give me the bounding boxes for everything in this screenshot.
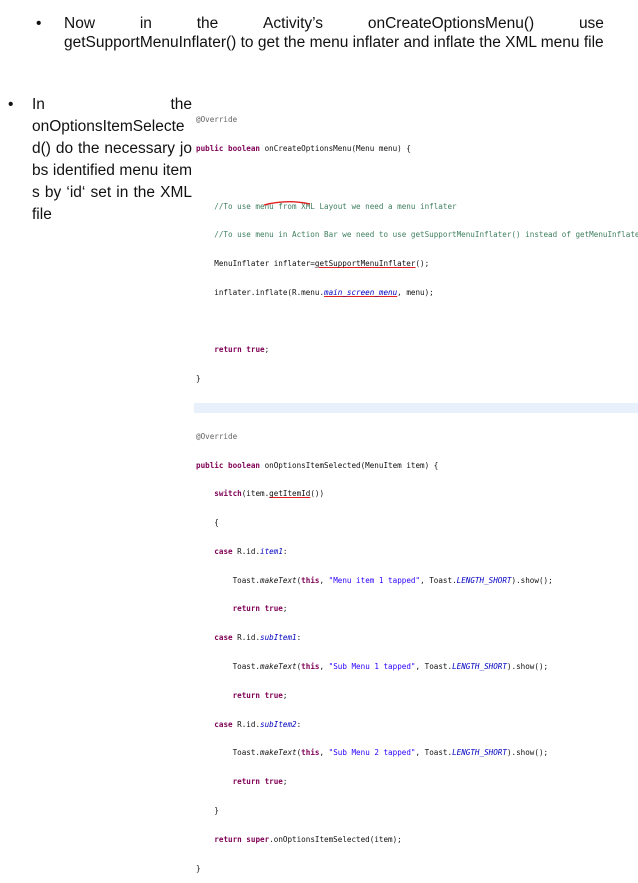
indent — [196, 691, 233, 700]
annotation: @Override — [196, 431, 238, 441]
keyword: this — [301, 575, 320, 585]
word: Now — [64, 15, 96, 32]
field-ref: LENGTH_SHORT — [456, 575, 512, 585]
word: use — [578, 15, 604, 32]
keyword: return true — [232, 604, 283, 614]
code-text: ; — [282, 777, 288, 787]
string-literal: "Sub Menu 2 tapped" — [328, 748, 416, 758]
keyword: this — [301, 748, 320, 758]
indent — [196, 547, 214, 556]
code-text: : — [296, 719, 302, 729]
bullet-dot: • — [8, 96, 14, 113]
keyword: this — [301, 662, 320, 672]
keyword: public boolean — [196, 143, 261, 153]
keyword: case — [214, 719, 233, 729]
code-text: (item. — [241, 489, 270, 499]
code-text: inflater.inflate(R.menu. — [196, 287, 325, 297]
code-text: ; — [282, 690, 288, 700]
annotation: @Override — [196, 115, 238, 125]
highlighted-line — [194, 403, 638, 413]
code-text: } — [196, 374, 201, 384]
code-text: } — [196, 863, 201, 873]
code-text: R.id. — [232, 719, 261, 729]
left-bullet-body: onOptionsItemSelected() do the necessary… — [32, 118, 192, 223]
code-text: (); — [415, 259, 430, 269]
code-text: Toast. — [196, 575, 261, 585]
indent — [196, 604, 233, 613]
keyword: case — [214, 546, 233, 556]
comment: //To use menu from XML Layout we need a … — [196, 201, 457, 211]
keyword: return true — [214, 345, 265, 355]
code-text: MenuInflater inflater= — [196, 259, 315, 269]
code-text: ()) — [310, 489, 325, 499]
code-text: R.id. — [232, 633, 261, 643]
code-text: } — [196, 805, 219, 815]
code-text: onCreateOptionsMenu(Menu menu) { — [260, 143, 411, 153]
keyword: case — [214, 633, 233, 643]
code-text: , — [319, 748, 329, 758]
string-literal: "Menu item 1 tapped" — [328, 575, 421, 585]
code-text: onOptionsItemSelected(MenuItem item) { — [260, 460, 439, 470]
code-text: .onOptionsItemSelected(item); — [269, 834, 402, 844]
field-ref: subItem1 — [260, 633, 297, 643]
method-ref: makeText — [260, 575, 297, 585]
code-text: , — [319, 662, 329, 672]
code-text: ; — [282, 604, 288, 614]
word: in — [139, 15, 152, 32]
indent — [196, 777, 233, 786]
indent — [196, 835, 214, 844]
field-ref: subItem2 — [260, 719, 297, 729]
keyword: public boolean — [196, 460, 261, 470]
underlined-code: getItemId — [269, 489, 311, 499]
red-underline-mark — [263, 201, 311, 206]
word: Activity’s — [263, 15, 324, 32]
code-text: R.id. — [232, 546, 261, 556]
code-text: : — [296, 633, 302, 643]
field-ref: item1 — [260, 546, 283, 556]
underlined-code: getSupportMenuInflater — [314, 259, 416, 269]
code-text: , Toast. — [415, 662, 453, 672]
code-text: ).show(); — [506, 662, 549, 672]
bullet-dot: • — [36, 15, 42, 32]
code-text: , — [319, 575, 329, 585]
method-ref: makeText — [260, 748, 297, 758]
code-snippet: @Override public boolean onCreateOptions… — [194, 96, 638, 873]
code-text: , Toast. — [415, 748, 453, 758]
comment: //To use menu in Action Bar we need to u… — [196, 230, 638, 240]
code-text: ; — [264, 345, 270, 355]
top-bullet-text: getSupportMenuInflater() to get the menu… — [64, 34, 604, 51]
left-bullet-text: In the onOptionsItemSelected() do the ne… — [32, 94, 192, 226]
word: the — [196, 15, 219, 32]
code-text: ).show(); — [511, 575, 553, 585]
top-bullet-line1: Now in the Activity’s onCreateOptionsMen… — [64, 14, 604, 33]
indent — [196, 633, 214, 642]
code-text: ).show(); — [506, 748, 549, 758]
left-bullet: • In the onOptionsItemSelected() do the … — [8, 94, 192, 226]
field-ref: LENGTH_SHORT — [452, 662, 507, 672]
keyword: return true — [232, 777, 283, 787]
code-text: , menu); — [397, 287, 434, 297]
indent — [196, 489, 214, 498]
word: In — [32, 96, 45, 113]
code-text: { — [196, 518, 219, 528]
field-ref: LENGTH_SHORT — [452, 748, 507, 758]
word: onCreateOptionsMenu() — [367, 15, 535, 32]
indent — [196, 720, 214, 729]
string-literal: "Sub Menu 1 tapped" — [328, 662, 416, 672]
keyword: return true — [232, 690, 283, 700]
field-ref: main_screen_menu — [324, 287, 398, 297]
word: the — [170, 96, 192, 113]
code-text: Toast. — [196, 748, 261, 758]
code-text: , Toast. — [420, 575, 457, 585]
indent — [196, 345, 214, 354]
keyword: switch — [214, 489, 242, 499]
method-ref: makeText — [260, 662, 297, 672]
top-bullet: • Now in the Activity’s onCreateOptionsM… — [36, 14, 604, 52]
code-text: Toast. — [196, 662, 261, 672]
code-text: : — [282, 546, 288, 556]
keyword: return super — [214, 834, 270, 844]
